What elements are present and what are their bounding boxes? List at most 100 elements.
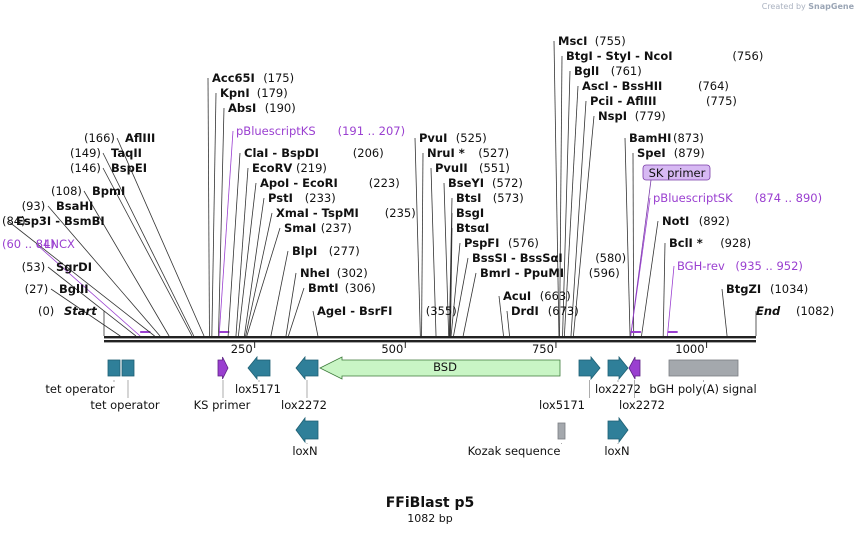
enzyme-label-acui[interactable]: AcuI <box>503 289 531 303</box>
site-position-sgrdi: (53) <box>22 260 46 274</box>
enzyme-label-pcii-afliii[interactable]: PciI - AflIII <box>590 94 657 108</box>
site-position-pbluescriptks: (191 .. 207) <box>338 124 406 138</box>
site-position-bgli: (761) <box>611 64 642 78</box>
sk-primer-label[interactable]: SK primer <box>649 166 706 180</box>
primer-label-pbluescriptks[interactable]: pBluescriptKS <box>236 124 316 138</box>
feature-loxn-12[interactable] <box>607 416 629 444</box>
leader-line-acc65i <box>207 77 210 337</box>
feature-lox5171-6[interactable] <box>578 355 601 381</box>
enzyme-label-btsi[interactable]: BtsI <box>456 191 481 205</box>
leader-line-afliii <box>116 137 205 337</box>
feature-label-lox5171-6: lox5171 <box>539 398 585 412</box>
enzyme-label-nrui[interactable]: NruI * <box>427 146 465 160</box>
primer-label-bgh-rev[interactable]: BGH-rev <box>677 259 725 273</box>
leader-line-esp3i-bsmbi <box>7 220 155 337</box>
leader-line-psti <box>244 197 265 337</box>
enzyme-label-pvui[interactable]: PvuI <box>419 131 447 145</box>
leader-line-spei <box>632 152 635 337</box>
site-position-bpmi: (108) <box>51 184 82 198</box>
enzyme-label-agei-bsrfi[interactable]: AgeI - BsrFI <box>317 304 392 318</box>
leader-line-pcii-afliii <box>570 100 587 337</box>
site-position-acui: (663) <box>540 289 571 303</box>
enzyme-label-xmai-tspmi[interactable]: XmaI - TspMI <box>276 206 359 220</box>
enzyme-label-msci[interactable]: MscI <box>558 34 587 48</box>
site-position-blpi: (277) <box>329 244 360 258</box>
enzyme-label-bmti[interactable]: BmtI <box>308 281 339 295</box>
feature-lox5171-3[interactable] <box>247 355 271 381</box>
feature-label-lox2272-7: lox2272 <box>595 382 641 396</box>
enzyme-label-bsssi-bsss-i[interactable]: BssSI - BssSαI <box>472 251 563 265</box>
enzyme-label-apoi-ecori[interactable]: ApoI - EcoRI <box>260 176 338 190</box>
enzyme-label-nspi[interactable]: NspI <box>598 109 627 123</box>
enzyme-label-clai-bspdi[interactable]: ClaI - BspDI <box>244 146 319 160</box>
enzyme-label-spei[interactable]: SpeI <box>637 146 666 160</box>
enzyme-label-btgzi[interactable]: BtgZI <box>726 282 761 296</box>
feature-lox2272-4[interactable] <box>295 355 319 381</box>
enzyme-label-esp3i-bsmbi[interactable]: Esp3I - BsmBI <box>16 214 105 228</box>
site-position-spei: (879) <box>674 146 705 160</box>
leader-line-sgrdi <box>47 266 137 337</box>
enzyme-label-blpi[interactable]: BlpI <box>292 244 317 258</box>
enzyme-label-bcli[interactable]: BclI * <box>669 236 703 250</box>
feature-ks-primer-2[interactable] <box>217 356 229 380</box>
primer-label-pbluescriptsk[interactable]: pBluescriptSK <box>653 191 733 205</box>
feature-lox2272-8[interactable] <box>628 356 641 380</box>
site-position-smai: (237) <box>321 221 352 235</box>
enzyme-label-absi[interactable]: AbsI <box>228 101 256 115</box>
enzyme-label-btgi-styi-ncoi[interactable]: BtgI - StyI - NcoI <box>566 49 673 63</box>
site-position-afliii: (166) <box>84 131 115 145</box>
site-position-bseyi: (572) <box>492 176 523 190</box>
leader-line-ecorv <box>235 167 249 337</box>
enzyme-label-asci-bsshii[interactable]: AscI - BssHII <box>582 79 662 93</box>
enzyme-label-sgrdi[interactable]: SgrDI <box>56 260 92 274</box>
enzyme-label-bmri-ppumi[interactable]: BmrI - PpuMI <box>480 266 564 280</box>
enzyme-label-bsgi[interactable]: BsgI <box>456 206 484 220</box>
site-position-esp3i-bsmbi: (84) <box>2 214 26 228</box>
enzyme-label-acc65i[interactable]: Acc65I <box>212 71 255 85</box>
site-position-start: (0) <box>38 304 54 318</box>
site-position-bsssi-bsss-i: (580) <box>595 251 626 265</box>
enzyme-label-bpmi[interactable]: BpmI <box>92 184 125 198</box>
enzyme-label-bamhi[interactable]: BamHI <box>629 131 671 145</box>
feature-label-bsd-5: BSD <box>433 360 457 374</box>
leader-line-agei-bsrfi <box>312 310 319 337</box>
site-position-psti: (233) <box>305 191 336 205</box>
enzyme-label-kpni[interactable]: KpnI <box>220 86 250 100</box>
enzyme-label-bglii[interactable]: BglII <box>59 282 89 296</box>
leader-line-nhei <box>285 272 297 337</box>
feature-tet-operator-0[interactable] <box>107 359 121 377</box>
enzyme-label-psti[interactable]: PstI <box>268 191 293 205</box>
enzyme-label-drdi[interactable]: DrdI <box>511 304 539 318</box>
site-position-kpni: (179) <box>257 86 288 100</box>
leader-line-clai-bspdi <box>227 152 241 337</box>
feature-tet-operator-1[interactable] <box>121 359 135 377</box>
site-position-asci-bsshii: (764) <box>698 79 729 93</box>
enzyme-label-nhei[interactable]: NheI <box>300 266 330 280</box>
feature-kozak-sequence-11[interactable] <box>557 422 566 440</box>
enzyme-label-afliii[interactable]: AflIII <box>125 131 155 145</box>
leader-line-bspei <box>102 167 193 337</box>
enzyme-label-smai[interactable]: SmaI <box>284 221 316 235</box>
enzyme-label-noti[interactable]: NotI <box>662 214 689 228</box>
sk-primer-box[interactable] <box>642 164 711 181</box>
enzyme-label-bseyi[interactable]: BseYI <box>448 176 484 190</box>
enzyme-label-bts-i[interactable]: BtsαI <box>456 221 489 235</box>
feature-bsd-5[interactable] <box>319 356 561 380</box>
feature-bgh-poly-a-signal-9[interactable] <box>668 359 739 377</box>
enzyme-label-taqii[interactable]: TaqII <box>111 146 142 160</box>
primer-label-lncx[interactable]: LNCX <box>44 237 75 251</box>
enzyme-label-bsahi[interactable]: BsaHI <box>56 199 93 213</box>
feature-loxn-10[interactable] <box>295 416 319 444</box>
leader-line-absi <box>218 107 225 337</box>
site-position-bmti: (306) <box>345 281 376 295</box>
leader-line-lncx <box>35 243 141 337</box>
snapgene-credit: Created by SnapGene <box>762 2 854 11</box>
enzyme-label-bspei[interactable]: BspEI <box>111 161 147 175</box>
enzyme-label-bgli[interactable]: BglI <box>574 64 599 78</box>
feature-lox2272-7[interactable] <box>607 355 629 381</box>
enzyme-label-pvuii[interactable]: PvuII <box>435 161 468 175</box>
feature-label-bgh-poly-a-signal-9: bGH poly(A) signal <box>649 382 756 396</box>
enzyme-label-pspfi[interactable]: PspFI <box>464 236 499 250</box>
enzyme-label-ecorv[interactable]: EcoRV <box>252 161 292 175</box>
